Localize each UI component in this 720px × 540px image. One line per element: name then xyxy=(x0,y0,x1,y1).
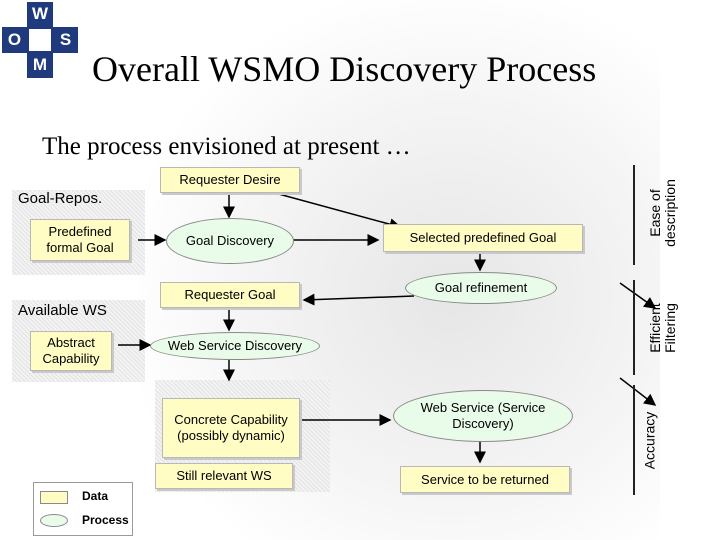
concrete-capability-box: Concrete Capability (possibly dynamic) xyxy=(162,398,300,458)
goal-discovery-node: Goal Discovery xyxy=(166,218,294,264)
logo-letter-m: M xyxy=(32,55,48,74)
abstract-capability-box: Abstract Capability xyxy=(30,331,112,371)
page-title: Overall WSMO Discovery Process xyxy=(92,49,597,89)
page-subtitle: The process envisioned at present … xyxy=(42,133,411,160)
ease-of-description-label: Ease of description xyxy=(647,179,679,247)
accuracy-label: Accuracy xyxy=(641,411,658,469)
logo-letter-s: S xyxy=(59,30,72,49)
wsmo-logo: W S M O xyxy=(0,0,80,80)
goal-refinement-node: Goal refinement xyxy=(405,272,557,304)
service-to-be-returned-box: Service to be returned xyxy=(400,466,570,493)
goal-repos-label: Goal-Repos. xyxy=(18,190,103,207)
legend-process-label: Process xyxy=(82,513,129,527)
logo-letter-o: O xyxy=(7,30,22,49)
available-ws-label: Available WS xyxy=(18,302,107,319)
accuracy-label-box: Accuracy xyxy=(637,385,663,495)
web-service-service-discovery-node: Web Service (Service Discovery) xyxy=(393,390,573,442)
predefined-formal-goal-box: Predefined formal Goal xyxy=(30,219,130,261)
divider-bar-top xyxy=(633,165,635,265)
efficient-filtering-label-box: Efficient Filtering xyxy=(637,280,689,375)
legend-data-swatch xyxy=(40,491,68,504)
divider-bar-middle xyxy=(633,280,635,375)
efficient-filtering-label: Efficient Filtering xyxy=(647,302,678,353)
legend-data-label: Data xyxy=(82,489,109,503)
logo-letter-w: W xyxy=(31,4,49,23)
ease-of-description-label-box: Ease of description xyxy=(637,158,689,268)
legend-process-swatch xyxy=(40,514,68,527)
legend: Data Process xyxy=(33,482,133,536)
still-relevant-ws-box: Still relevant WS xyxy=(155,463,293,489)
requester-desire-box: Requester Desire xyxy=(160,167,300,193)
requester-goal-box: Requester Goal xyxy=(160,282,300,308)
divider-bar-bottom xyxy=(633,385,635,495)
web-service-discovery-node: Web Service Discovery xyxy=(150,332,320,360)
selected-predefined-goal-box: Selected predefined Goal xyxy=(383,224,583,252)
